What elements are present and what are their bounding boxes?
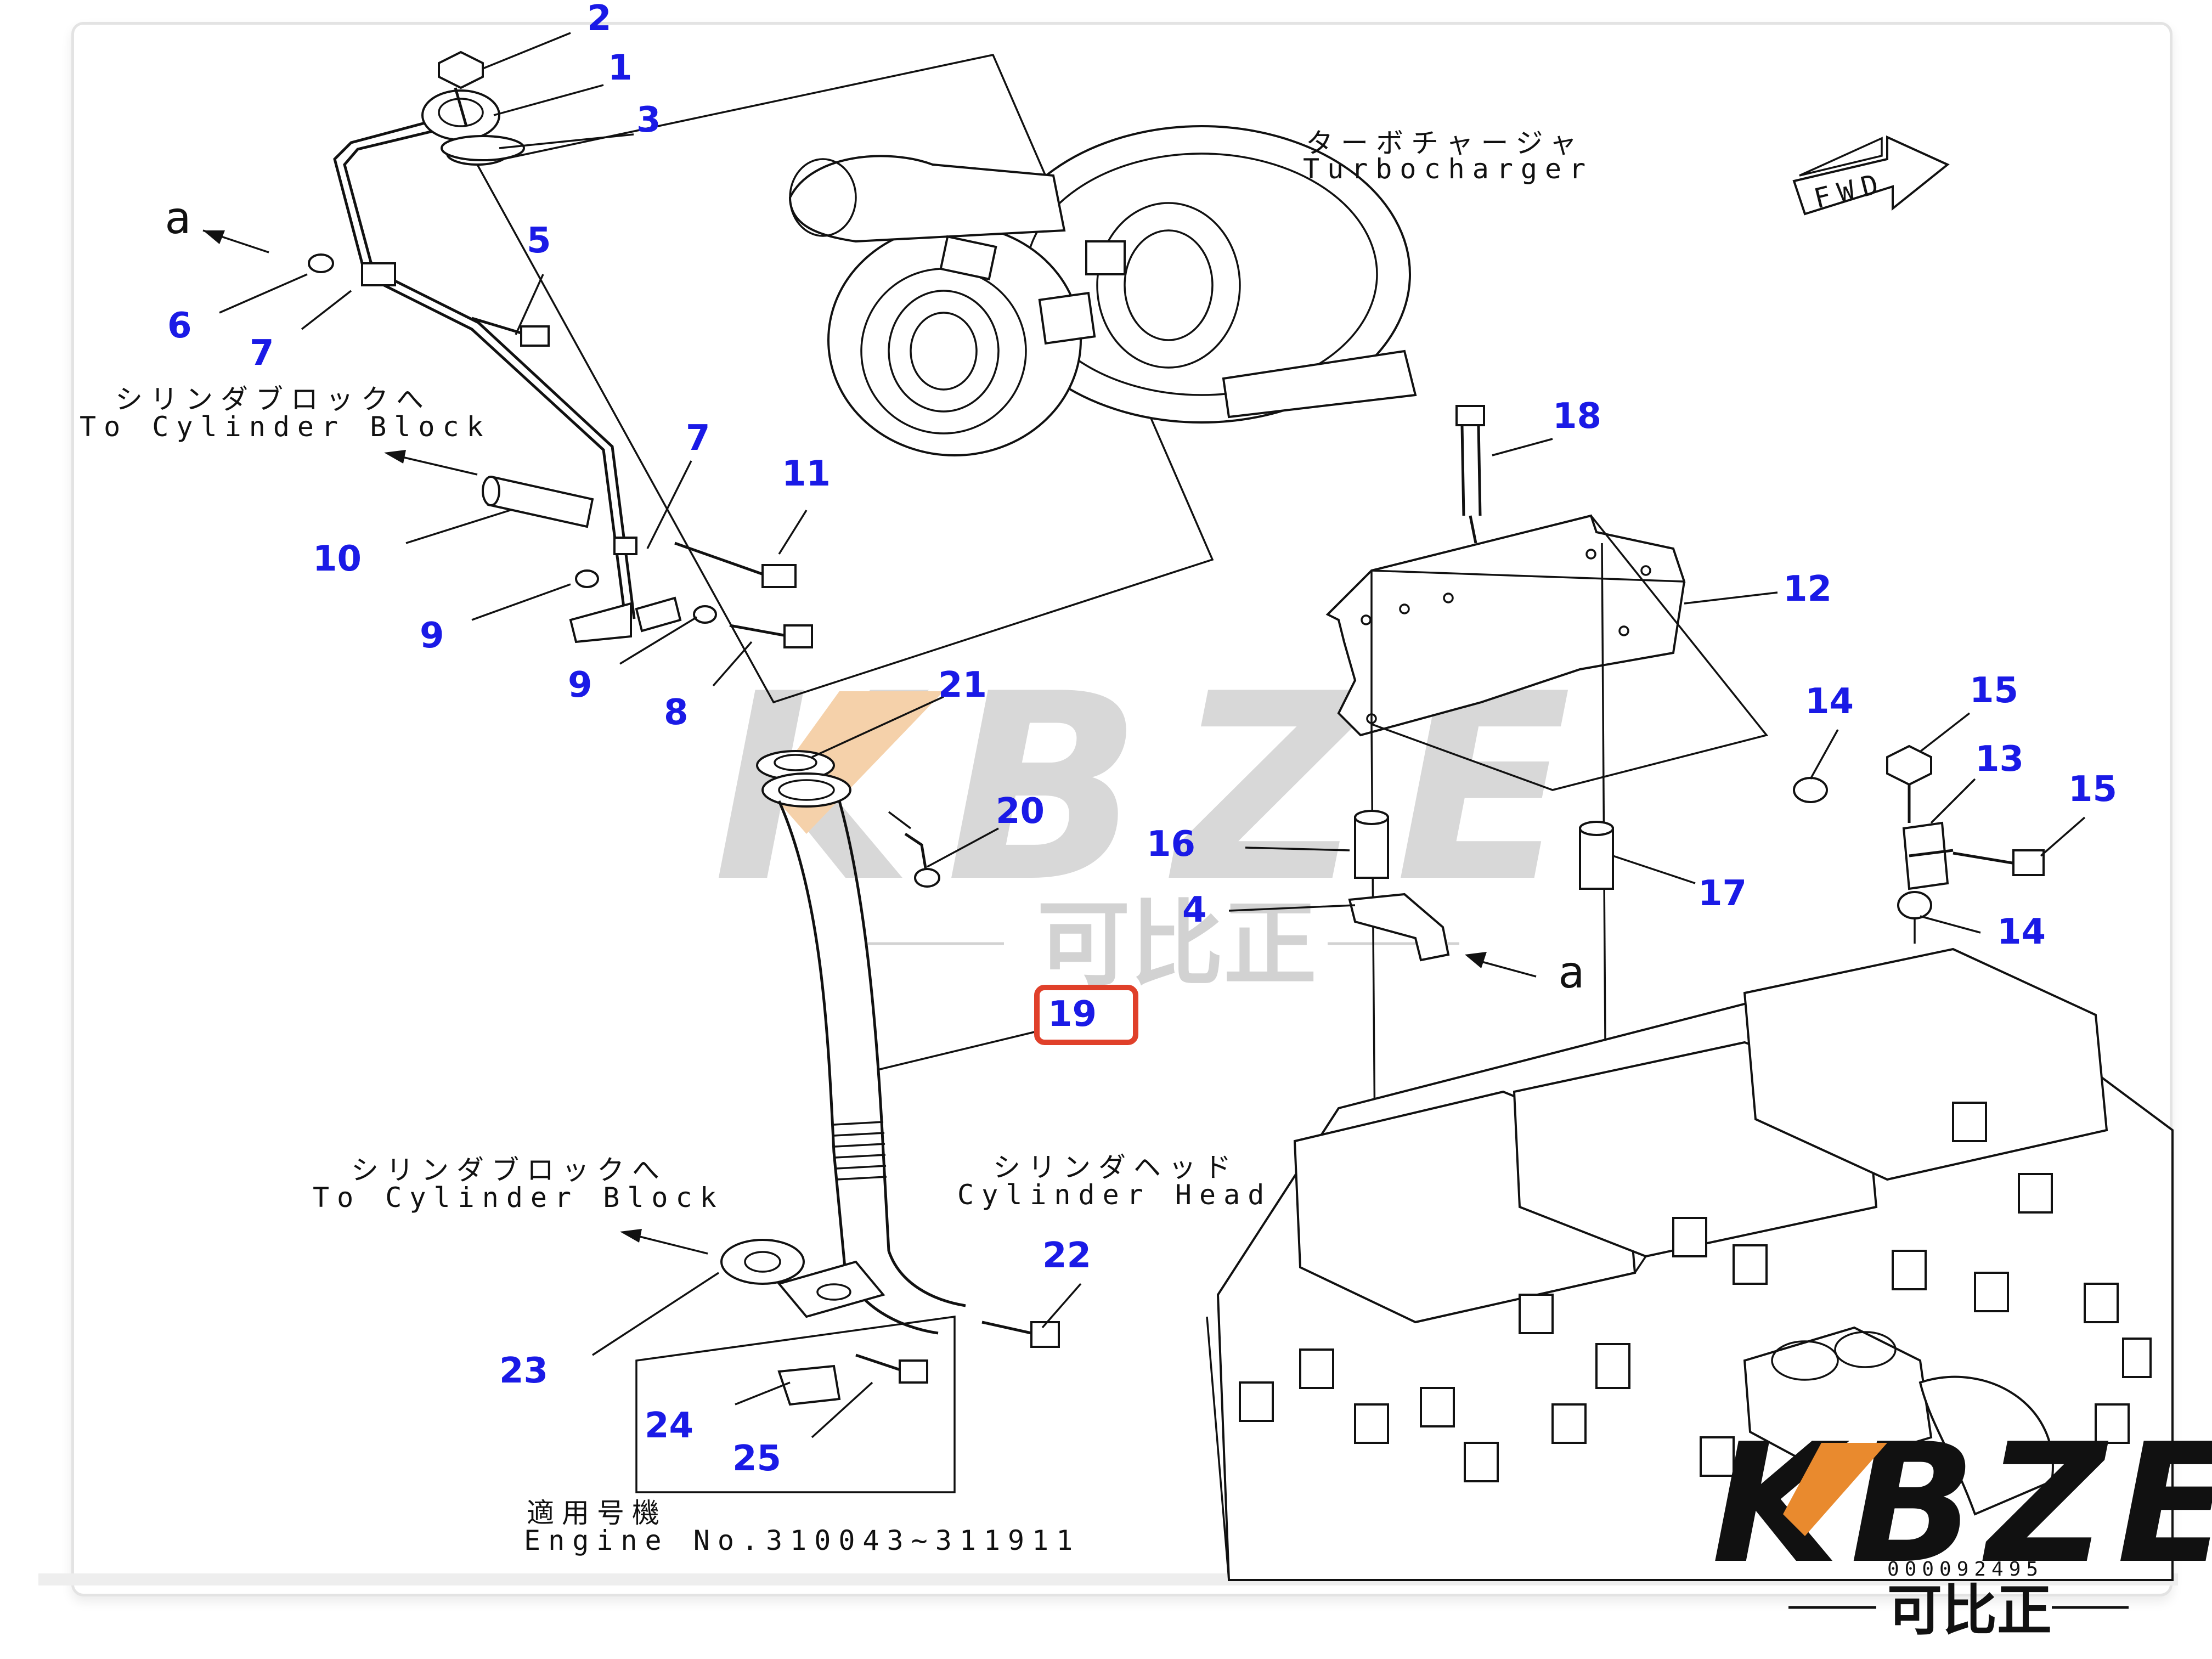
watermark-cn-large: 可比正 xyxy=(1037,890,1317,999)
callout-11: 11 xyxy=(782,454,831,494)
callout-7-lower: 7 xyxy=(686,418,710,459)
callout-18: 18 xyxy=(1553,396,1601,437)
oil-supply-line xyxy=(308,50,813,648)
callout-6: 6 xyxy=(167,306,192,346)
leader-lines xyxy=(219,32,2086,1438)
callout-3: 3 xyxy=(636,100,661,140)
callout-19: 19 xyxy=(1048,994,1097,1035)
block-jp-bottom: シリンダブロックへ xyxy=(351,1154,667,1186)
block-jp-top: シリンダブロックへ xyxy=(115,383,431,415)
callout-14-upper: 14 xyxy=(1805,681,1854,722)
callout-10: 10 xyxy=(313,539,362,579)
oil-drain-tube xyxy=(635,750,1060,1493)
callout-numbers: 2 1 3 5 6 7 7 11 10 9 9 8 18 12 21 14 15… xyxy=(167,0,2117,1479)
highlight-box-19 xyxy=(1034,985,1138,1045)
cylinder-head-drawing xyxy=(1206,947,2174,1581)
turbocharger-jp: ターボチャージャ xyxy=(1306,127,1584,159)
ref-a-bottom: a xyxy=(1558,947,1584,998)
block-en-bottom: To Cylinder Block xyxy=(313,1182,724,1214)
engine-jp: 適用号機 xyxy=(527,1497,667,1529)
callout-16: 16 xyxy=(1147,824,1195,865)
callout-24: 24 xyxy=(645,1406,693,1446)
callout-4: 4 xyxy=(1182,890,1207,930)
logo-code: 000092495 xyxy=(1887,1558,2044,1581)
turbocharger-drawing xyxy=(476,53,1417,704)
kbze-logo: KBZE 000092495 可比正 xyxy=(1712,1408,2212,1643)
callout-7-upper: 7 xyxy=(250,333,274,374)
head-en: Cylinder Head xyxy=(957,1179,1272,1211)
callout-15-upper: 15 xyxy=(1970,670,2018,711)
watermark-large: KBZE 可比正 xyxy=(713,639,1571,999)
bracket-plate xyxy=(1325,405,2045,1416)
fwd-arrow: FWD xyxy=(1792,135,1950,216)
callout-9-left: 9 xyxy=(420,616,444,656)
callout-20: 20 xyxy=(996,791,1045,832)
callout-25: 25 xyxy=(732,1438,781,1479)
block-en-top: To Cylinder Block xyxy=(80,411,491,443)
callout-9-right: 9 xyxy=(568,665,592,706)
logo-cn: 可比正 xyxy=(1887,1578,2052,1643)
logo-accent xyxy=(1783,1443,1887,1536)
ref-a-top: a xyxy=(165,193,191,244)
callout-1: 1 xyxy=(608,48,633,88)
callout-12: 12 xyxy=(1783,569,1832,610)
callout-15-lower: 15 xyxy=(2068,769,2117,810)
head-jp: シリンダヘッド xyxy=(993,1152,1239,1183)
callout-8: 8 xyxy=(664,692,689,733)
callout-5: 5 xyxy=(527,221,551,261)
turbocharger-en: Turbocharger xyxy=(1303,153,1593,185)
callout-17: 17 xyxy=(1698,873,1747,914)
callout-21: 21 xyxy=(938,665,987,706)
callout-14-lower: 14 xyxy=(1997,912,2046,952)
engine-en: Engine No.310043~311911 xyxy=(524,1525,1080,1556)
callout-2: 2 xyxy=(587,0,612,39)
callout-23: 23 xyxy=(499,1351,548,1391)
callout-13: 13 xyxy=(1975,739,2024,780)
callout-22: 22 xyxy=(1042,1235,1091,1276)
